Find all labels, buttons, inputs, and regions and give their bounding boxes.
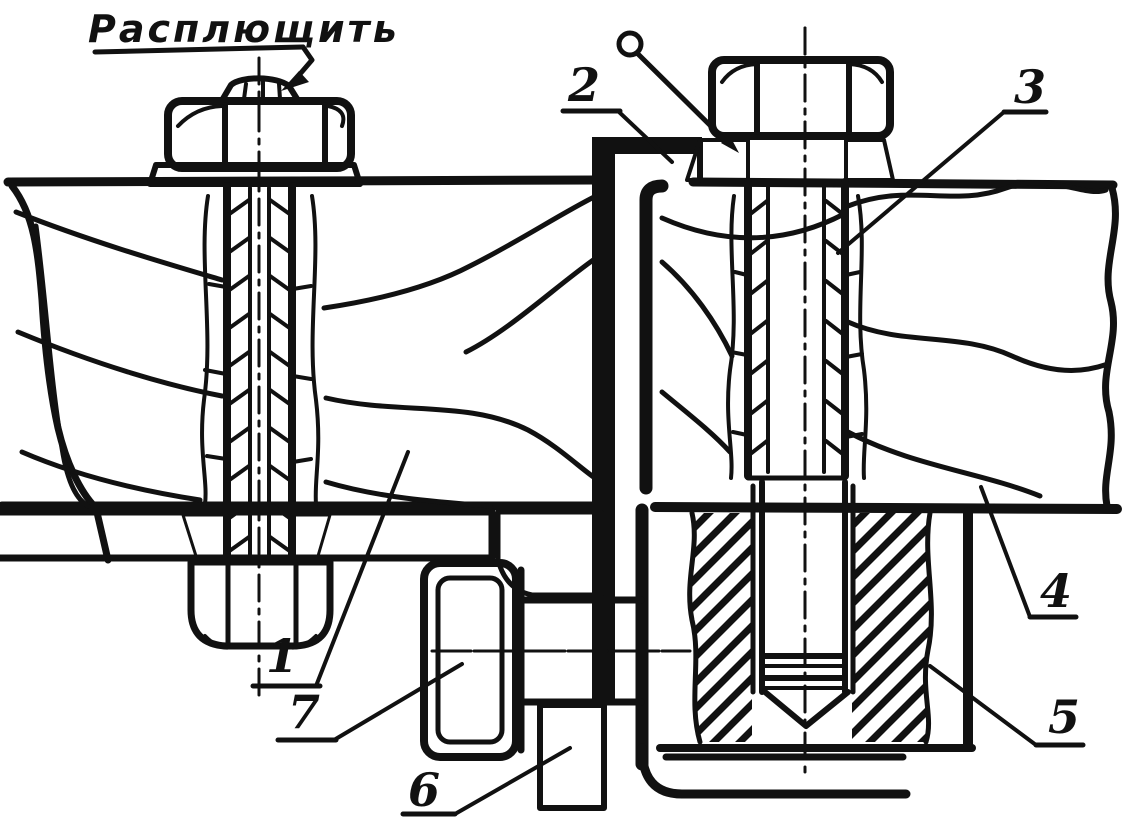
callout-7-number: 7 (288, 685, 320, 739)
angle-bracket (592, 137, 976, 799)
annotation-arrow-line (297, 44, 315, 77)
leader-arrowhead (721, 134, 739, 153)
callout-4-number: 4 (1040, 564, 1072, 618)
callout-6-number: 6 (408, 763, 440, 817)
right-wooden-beam (639, 177, 1122, 514)
horizontal-bolt (420, 559, 692, 761)
annotation-text: Расплющить (88, 7, 400, 51)
callout-7: 7 (275, 662, 464, 743)
callout-5: 5 (928, 664, 1086, 748)
left-bolt-assembly (0, 56, 496, 697)
left-wooden-beam (0, 175, 605, 564)
annotation-underline (92, 44, 306, 55)
vertical-bolt (685, 26, 895, 774)
threaded-block (687, 507, 973, 751)
leader-circle (616, 30, 644, 58)
callout-4: 4 (979, 485, 1079, 620)
annotation: Расплющить (88, 7, 400, 91)
callout-5-number: 5 (1048, 690, 1080, 744)
callout-2: 2 (560, 58, 674, 164)
callout-3-number: 3 (1014, 60, 1046, 114)
callout-2-number: 2 (567, 58, 600, 112)
washer-leader (616, 30, 739, 153)
callout-1-number: 1 (266, 629, 298, 683)
callout-6: 6 (400, 746, 572, 817)
callout-1: 1 (250, 450, 410, 689)
callout-3: 3 (836, 60, 1049, 255)
annotation-arrowhead (281, 71, 309, 91)
